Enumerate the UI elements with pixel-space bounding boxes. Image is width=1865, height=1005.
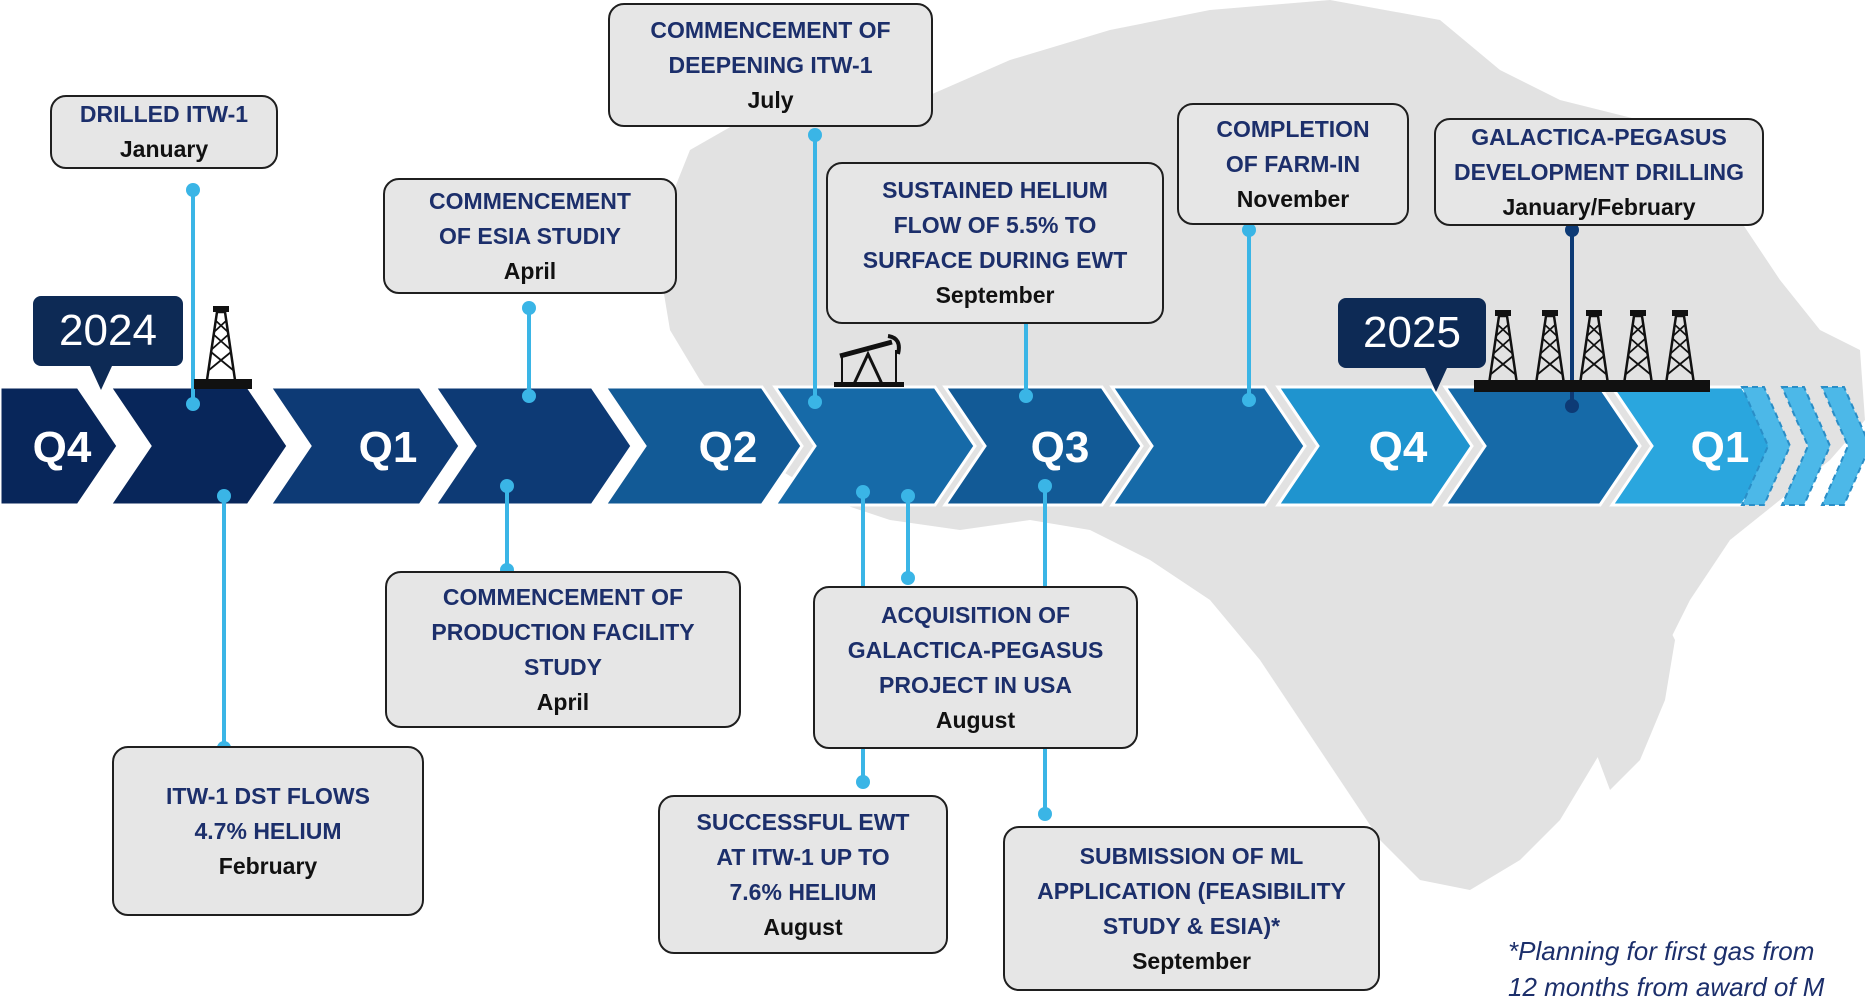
future-chevron [1780,386,1832,506]
drilling-rig-icon [1534,310,1566,385]
milestone-date: April [536,688,590,715]
quarter-label: Q2 [699,423,758,472]
timeline-chevron [942,385,1144,507]
milestone-box: SUSTAINED HELIUM FLOW OF 5.5% TO SURFACE… [826,162,1164,324]
connector-dot [522,389,536,403]
milestone-title: ITW-1 DST FLOWS 4.7% HELIUM [166,782,370,844]
milestone-title: SUBMISSION OF ML APPLICATION (FEASIBILIT… [1037,842,1346,939]
connector-dot [500,479,514,493]
milestone-box: COMPLETION OF FARM-IN November [1177,103,1409,225]
milestone-date: July [747,86,794,113]
connector-dot [1242,393,1256,407]
drilling-rig-icon [205,306,237,381]
milestone-date: April [503,257,557,284]
quarter-label: Q3 [1031,423,1090,472]
drilling-rig-icon [1664,310,1696,385]
year-badge-2025: 2025 [1338,298,1486,368]
connector-dot [1038,479,1052,493]
milestone-title: COMMENCEMENT OF PRODUCTION FACILITY STUD… [431,583,695,680]
quarter-label: Q4 [33,423,92,472]
future-chevron [1740,386,1792,506]
timeline-chevron [267,385,462,507]
footnote-line: 12 months from award of M [1508,972,1825,1002]
year-label: 2024 [59,306,157,355]
timeline-chevron [1275,385,1474,507]
future-chevron [1820,386,1865,506]
milestone-date: November [1236,185,1350,212]
connector-dot [1565,223,1579,237]
drilling-rig-icon [1622,310,1654,385]
pumpjack-icon [834,334,904,387]
connector-dot [217,489,231,503]
year-badge-2024: 2024 [33,296,183,366]
connector-dot [1019,389,1033,403]
timeline-chevron [1109,385,1307,507]
footnote-line: *Planning for first gas from [1508,936,1815,966]
milestone-box: SUBMISSION OF ML APPLICATION (FEASIBILIT… [1003,826,1380,991]
milestone-title: SUSTAINED HELIUM FLOW OF 5.5% TO SURFACE… [862,177,1128,273]
quarter-label: Q1 [1691,423,1750,472]
milestone-date: September [1132,947,1251,974]
connector-dot [856,485,870,499]
milestone-title: COMPLETION OF FARM-IN [1216,115,1370,177]
quarter-label: Q1 [359,423,418,472]
milestone-title: COMMENCEMENT OF ESIA STUDIY [429,187,631,249]
milestone-title: COMMENCEMENT OF DEEPENING ITW-1 [650,16,891,78]
connector-dot [1038,807,1052,821]
milestone-date: August [763,913,843,940]
connector-dot [856,775,870,789]
milestone-box: ITW-1 DST FLOWS 4.7% HELIUM February [112,746,424,916]
connector-dot [186,183,200,197]
milestone-box: GALACTICA-PEGASUS DEVELOPMENT DRILLING Ja… [1434,118,1764,226]
milestone-date: August [935,706,1016,733]
timeline-chevron [0,385,120,507]
milestone-date: September [935,282,1055,308]
timeline-chevron [772,385,977,507]
rig-platform [1474,380,1710,392]
connector-dot [1242,223,1256,237]
madagascar-silhouette [1595,600,1675,790]
milestone-box: SUCCESSFUL EWT AT ITW-1 UP TO 7.6% HELIU… [658,795,948,954]
milestone-date: February [218,852,318,879]
timeline-chevron [602,385,804,507]
timeline-chevron [432,385,634,507]
connector-dot [1565,399,1579,413]
milestone-box: COMMENCEMENT OF ESIA STUDIY April [383,178,677,294]
milestone-title: GALACTICA-PEGASUS DEVELOPMENT DRILLING [1453,123,1745,185]
connector-dot [808,128,822,142]
milestone-date: January [119,136,209,162]
year-label: 2025 [1363,308,1461,357]
milestone-date: January/February [1502,193,1696,220]
milestone-title: ACQUISITION OF GALACTICA-PEGASUS PROJECT… [847,601,1104,698]
quarter-label: Q4 [1369,423,1428,472]
milestone-box: COMMENCEMENT OF PRODUCTION FACILITY STUD… [385,571,741,728]
connector-dot [186,397,200,411]
connector-dot [522,301,536,315]
year-pointer [1425,368,1447,392]
footnote: *Planning for first gas from 12 months f… [1508,933,1865,1005]
drilling-rig-icon [1487,310,1519,385]
milestone-title: SUCCESSFUL EWT AT ITW-1 UP TO 7.6% HELIU… [696,808,910,905]
rig-platform [194,379,252,389]
connector-dot [808,395,822,409]
year-pointer [90,366,112,390]
connector-dot [901,571,915,585]
drilling-rig-icon [1578,310,1610,385]
milestone-box: ACQUISITION OF GALACTICA-PEGASUS PROJECT… [813,586,1138,749]
connector-dot [901,489,915,503]
milestone-title: DRILLED ITW-1 [79,101,249,127]
